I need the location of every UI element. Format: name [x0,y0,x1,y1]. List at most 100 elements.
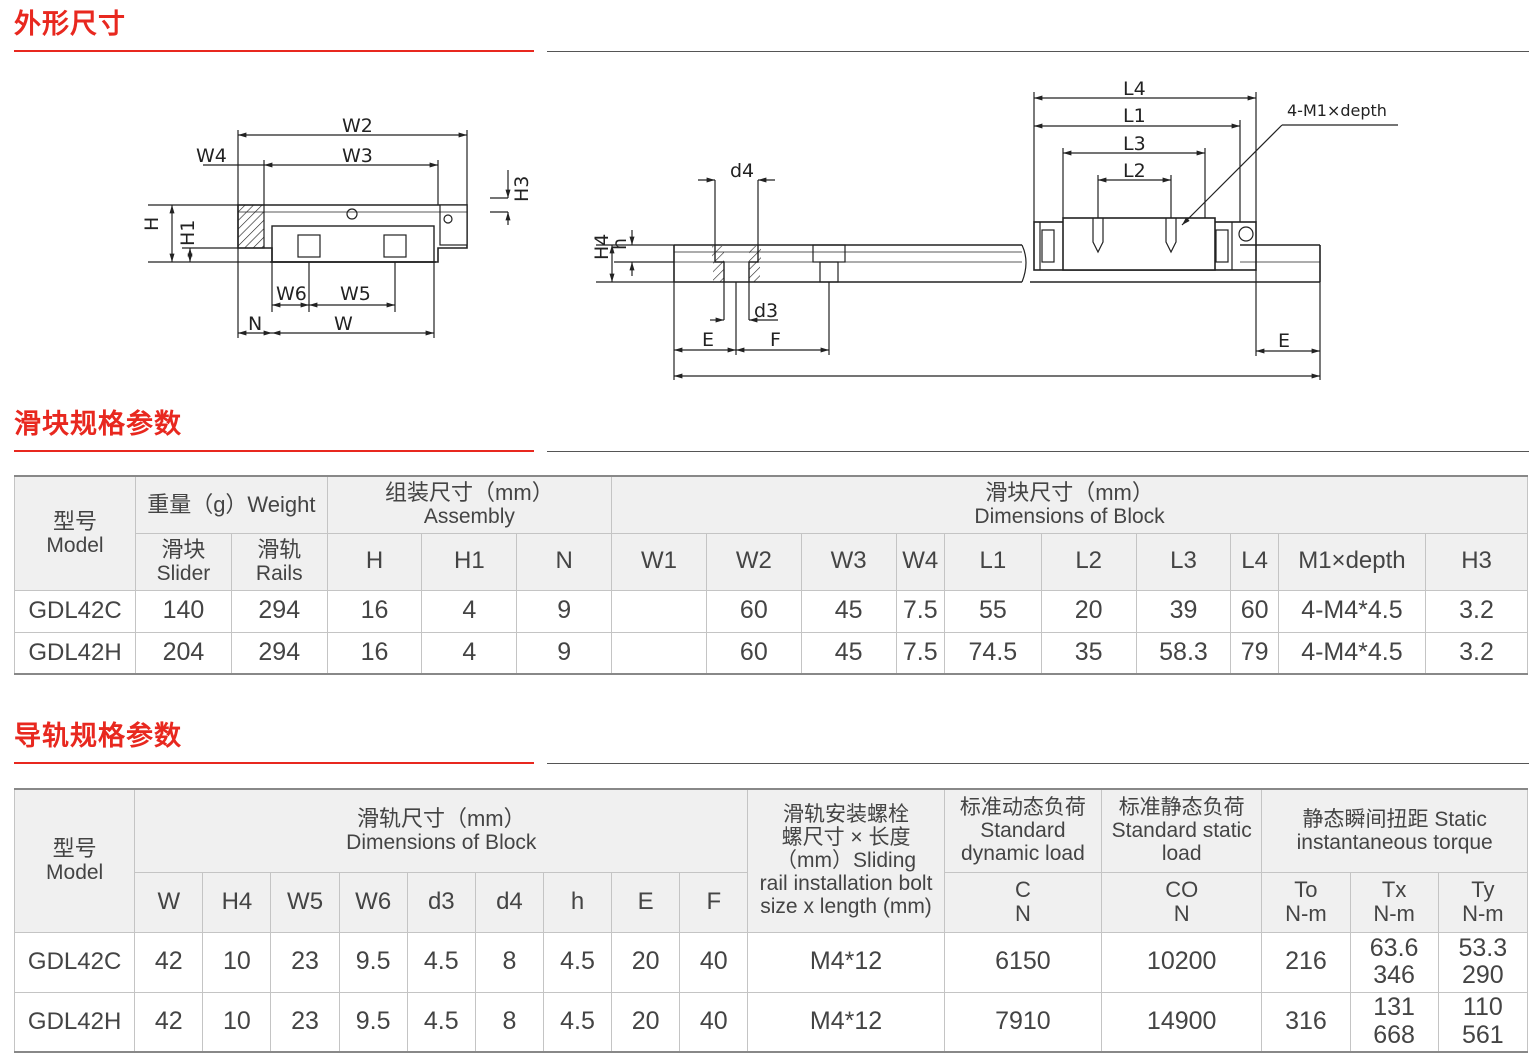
cell-line: 110 [1462,993,1503,1022]
cross-section-view: W2 W4 W3 H3 H H1 W6 W5 N W [141,115,533,338]
table-cell: 294 [230,631,328,675]
table-cell: 60 [705,631,802,675]
svg-text:F: F [770,329,781,351]
table-cell: 60 [705,589,802,633]
column-header: L3 [1135,532,1232,591]
table-cell: 10 [202,991,272,1053]
side-view: L4 L1 L3 L2 4-M1×depth d4 H4 h d3 E F E [591,78,1398,380]
table-cell: 4.5 [542,931,613,993]
table-cell: 58.3 [1135,631,1232,675]
column-header: L1 [943,532,1042,591]
bolt-cell: M4*12 [747,991,945,1053]
section-underline [14,450,534,452]
cell-line: 290 [1461,961,1504,989]
column-header: W6 [338,871,408,933]
svg-text:H3: H3 [511,176,533,202]
torque-to-cell: 216 [1261,931,1351,993]
svg-text:W4: W4 [196,145,227,167]
section-underline [14,50,534,52]
bolt-cell: M4*12 [747,931,945,993]
cell-line: 131 [1373,993,1415,1022]
column-header: W [134,871,204,933]
dynamic-load-cell: 6150 [943,931,1103,993]
weight-header: 重量（g）Weight [135,475,328,534]
svg-text:E: E [702,329,714,351]
table-cell: 4.5 [542,991,613,1053]
svg-text:L2: L2 [1123,160,1146,182]
column-header: W5 [270,871,340,933]
section-rule [547,51,1529,52]
table-cell: 20 [611,991,681,1053]
table-cell: 42 [134,931,204,993]
assembly-header: 组装尺寸（mm）Assembly [326,475,613,534]
table-cell: 35 [1040,631,1137,675]
cell-line: N-m [1285,901,1327,926]
table-cell: 9.5 [338,931,408,993]
cell-line: 53.3 [1458,933,1508,962]
table-cell: 4 [421,589,518,633]
section-title-rail: 导轨规格参数 [14,721,182,752]
cell-line: N-m [1462,901,1504,926]
cell-line: N [1014,901,1031,926]
table-cell: 60 [1230,589,1279,633]
column-header: E [611,871,681,933]
table-cell: 4-M4*4.5 [1277,589,1427,633]
svg-text:H: H [141,217,163,231]
column-header: H [326,532,423,591]
dynamic-load-cell: 7910 [943,991,1103,1053]
svg-text:L3: L3 [1123,133,1146,155]
svg-text:d3: d3 [754,300,778,322]
column-header: H3 [1425,532,1528,591]
table-cell: 45 [800,631,897,675]
table-cell: 4.5 [406,931,476,993]
svg-text:W5: W5 [340,283,371,305]
table-cell: 42 [134,991,204,1053]
table-cell: 79 [1230,631,1279,675]
table-cell: 9 [516,589,613,633]
section-title-outline: 外形尺寸 [14,9,126,40]
rail-dimensions-header: 滑轨尺寸（mm）Dimensions of Block [134,788,749,873]
section-title-block: 滑块规格参数 [14,409,182,440]
column-header: H4 [202,871,272,933]
cell-line: 561 [1461,1020,1504,1049]
svg-text:4-M1×depth: 4-M1×depth [1287,101,1387,120]
cell-line: CO [1165,876,1199,902]
column-header: h [542,871,613,933]
column-header: N [516,532,613,591]
table-cell: 16 [326,589,423,633]
model-cell: GDL42H [13,631,137,675]
table-cell: 204 [135,631,232,675]
table-cell: 39 [1135,589,1232,633]
svg-text:W: W [334,313,353,335]
table-cell: 16 [326,631,423,675]
svg-text:E: E [1278,330,1290,352]
cell-line: N-m [1373,901,1415,926]
table-cell: 40 [679,931,749,993]
svg-text:L1: L1 [1123,105,1146,127]
table-cell [611,631,707,675]
torque-to-cell: 316 [1261,991,1351,1053]
table-cell: 4 [421,631,518,675]
table-cell: 9.5 [338,991,408,1053]
table-cell: 4.5 [406,991,476,1053]
table-cell [611,589,707,633]
table-cell: 8 [474,991,544,1053]
column-header: W1 [611,532,707,591]
table-cell: 8 [474,931,544,993]
table-cell: 7.5 [895,631,945,675]
table-cell: 45 [800,589,897,633]
cell-line: 346 [1373,961,1415,989]
section-rule [547,451,1529,452]
